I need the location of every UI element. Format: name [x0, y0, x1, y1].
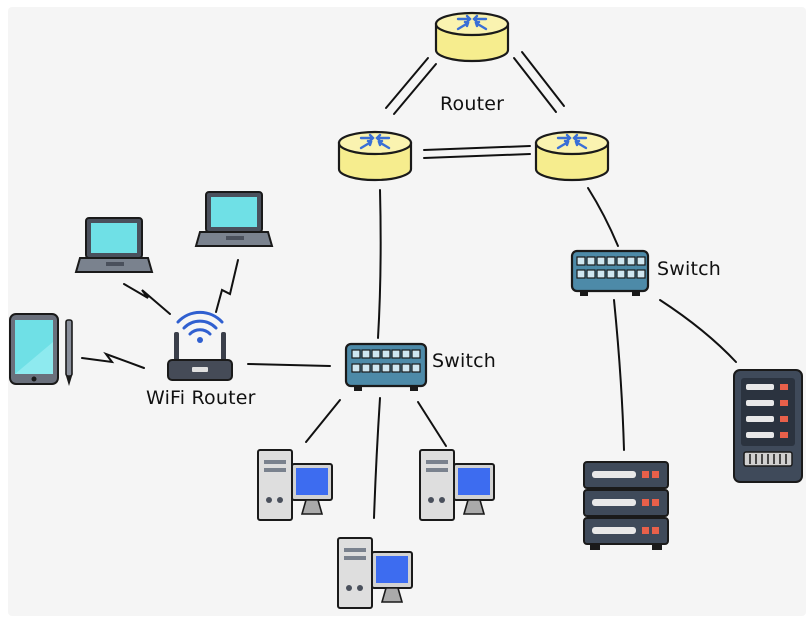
wifi-router-icon[interactable]: [167, 310, 233, 381]
switch-label: Switch: [657, 258, 722, 280]
switch-label: Switch: [432, 350, 497, 372]
switch-icon[interactable]: [344, 342, 428, 391]
desktop-computer-icon[interactable]: [419, 449, 495, 521]
diagram-background: [8, 7, 806, 616]
connection-lines: [81, 51, 737, 519]
laptop-icon[interactable]: [194, 191, 274, 247]
server-rack-icon[interactable]: [583, 461, 669, 550]
laptop-icon[interactable]: [74, 217, 154, 273]
router-icon[interactable]: [534, 130, 610, 182]
wifi-router-label: WiFi Router: [146, 387, 256, 409]
desktop-computer-icon[interactable]: [337, 537, 413, 609]
switch-icon[interactable]: [570, 249, 650, 296]
desktop-computer-icon[interactable]: [257, 449, 333, 521]
tablet-icon[interactable]: [9, 313, 73, 386]
router-icon[interactable]: [337, 130, 413, 182]
router-label: Router: [440, 93, 505, 115]
server-tower-icon[interactable]: [733, 369, 803, 483]
router-icon[interactable]: [434, 11, 510, 63]
